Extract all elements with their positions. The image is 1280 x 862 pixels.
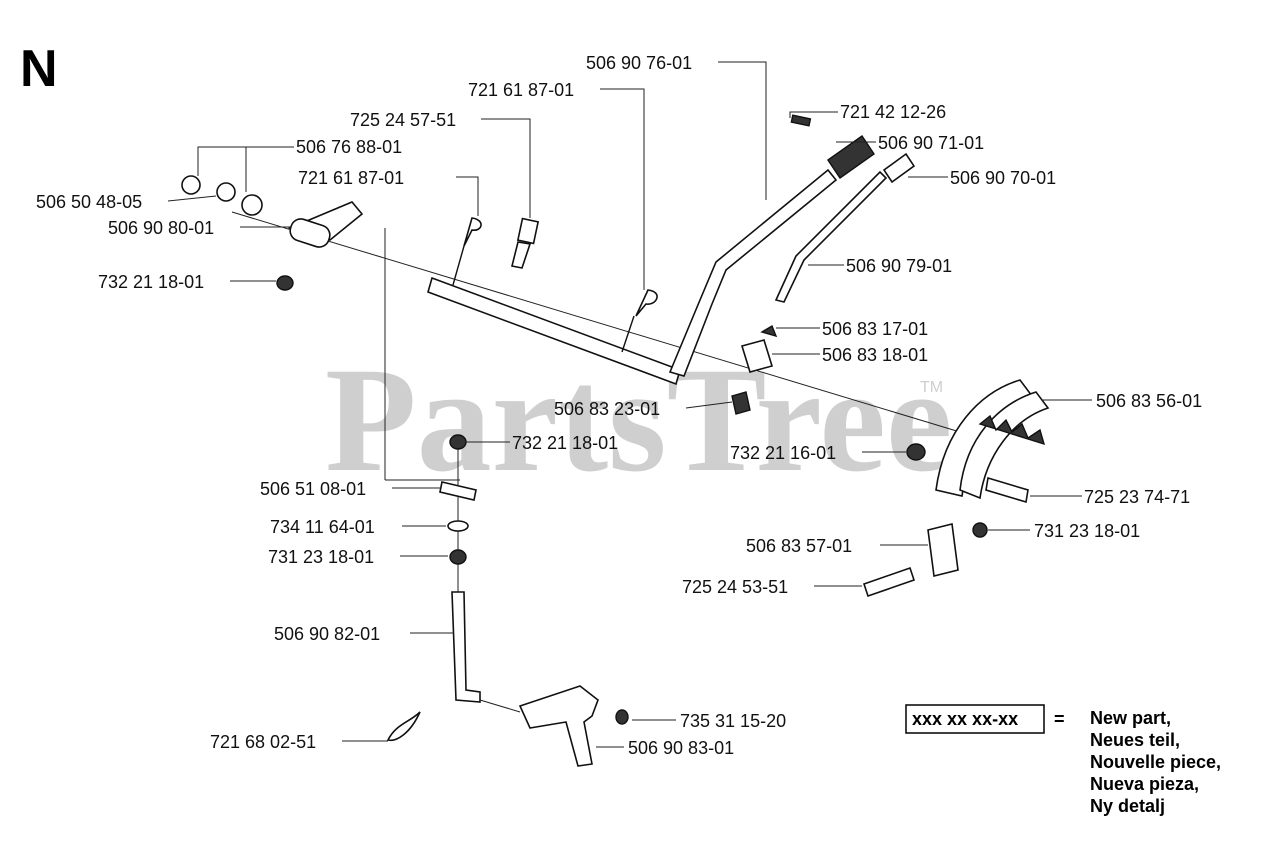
lever-plate-part bbox=[518, 685, 599, 767]
legend-box-text: xxx xx xx-xx bbox=[912, 709, 1018, 729]
part-label: 506 90 79-01 bbox=[846, 256, 952, 276]
leader-506768801-a bbox=[197, 146, 294, 176]
part-label: 732 21 18-01 bbox=[512, 433, 618, 453]
new-part-legend: xxx xx xx-xx = New part, Neues teil, Nou… bbox=[905, 704, 1221, 816]
watermark-trademark: TM bbox=[920, 379, 943, 396]
legend-line: Ny detalj bbox=[1090, 796, 1165, 816]
cone-part bbox=[760, 324, 778, 338]
pin-part bbox=[790, 114, 812, 127]
nut-part-4 bbox=[449, 434, 467, 450]
assembly-axis-line bbox=[231, 211, 961, 433]
part-label: 506 90 80-01 bbox=[108, 218, 214, 238]
part-label: 506 90 82-01 bbox=[274, 624, 380, 644]
part-label: 732 21 18-01 bbox=[98, 272, 204, 292]
part-label: 506 83 17-01 bbox=[822, 319, 928, 339]
rod-part bbox=[451, 591, 481, 703]
part-label: 731 23 18-01 bbox=[268, 547, 374, 567]
part-label: 506 51 08-01 bbox=[260, 479, 366, 499]
part-label: 721 61 87-01 bbox=[298, 168, 404, 188]
legend-line: Nouvelle piece, bbox=[1090, 752, 1221, 772]
legend-equals: = bbox=[1054, 709, 1065, 729]
leader-721618701 bbox=[600, 88, 645, 290]
hair-pin-part-2 bbox=[635, 289, 658, 317]
leader-721421226 bbox=[789, 111, 838, 118]
leader-506504805 bbox=[167, 195, 217, 202]
nut-part bbox=[276, 275, 294, 291]
part-label: 721 42 12-26 bbox=[840, 102, 946, 122]
bushing-part bbox=[181, 175, 201, 195]
part-label: 506 90 71-01 bbox=[878, 133, 984, 153]
lever-arm bbox=[668, 168, 838, 377]
legend-line: Nueva pieza, bbox=[1090, 774, 1199, 794]
e-clip-part bbox=[615, 709, 629, 725]
bolt-part-2 bbox=[985, 476, 1029, 504]
main-shaft bbox=[427, 276, 681, 386]
bolt-part-3 bbox=[862, 566, 916, 598]
leader-506832301 bbox=[685, 401, 733, 409]
part-label: 735 31 15-20 bbox=[680, 711, 786, 731]
washer-part-2 bbox=[447, 520, 469, 532]
leader-506907601 bbox=[718, 61, 767, 200]
part-label: 506 90 83-01 bbox=[628, 738, 734, 758]
leader-725245751 bbox=[481, 118, 531, 218]
control-rod bbox=[774, 170, 888, 303]
nut-part-5 bbox=[449, 549, 467, 565]
gear-teeth bbox=[978, 414, 1046, 446]
rod-end-part bbox=[882, 152, 916, 184]
clamp-block-part bbox=[927, 523, 959, 577]
section-letter: N bbox=[20, 40, 58, 98]
nut-part-2 bbox=[906, 443, 926, 461]
part-label: 732 21 16-01 bbox=[730, 443, 836, 463]
washer-part bbox=[216, 182, 236, 202]
spring-part bbox=[731, 391, 751, 415]
leader-lines bbox=[167, 61, 1092, 748]
part-label: 725 23 74-71 bbox=[1084, 487, 1190, 507]
bolt-head-part bbox=[516, 217, 540, 245]
legend-box bbox=[905, 704, 1045, 734]
bolt-shank-part bbox=[511, 241, 532, 269]
part-label: 731 23 18-01 bbox=[1034, 521, 1140, 541]
hair-clip-part bbox=[386, 711, 421, 742]
part-label: 506 90 76-01 bbox=[586, 53, 692, 73]
leader-721618701-b bbox=[456, 176, 479, 216]
parts-drawings bbox=[181, 114, 1050, 767]
part-label: 734 11 64-01 bbox=[270, 517, 375, 537]
part-label: 506 83 18-01 bbox=[822, 345, 928, 365]
nut-part-3 bbox=[972, 522, 988, 538]
part-label: 506 83 23-01 bbox=[554, 399, 660, 419]
block-part bbox=[740, 339, 774, 373]
part-label: 506 83 57-01 bbox=[746, 536, 852, 556]
bracket-tube bbox=[289, 218, 331, 248]
bushing-part-2 bbox=[241, 194, 263, 216]
part-labels: 506 90 76-01 721 61 87-01 725 24 57-51 7… bbox=[36, 53, 1202, 758]
part-label: 721 61 87-01 bbox=[468, 80, 574, 100]
part-label: 725 24 57-51 bbox=[350, 110, 456, 130]
part-label: 721 68 02-51 bbox=[210, 732, 316, 752]
grip-part bbox=[827, 135, 875, 179]
part-label: 506 50 48-05 bbox=[36, 192, 142, 212]
part-label: 725 24 53-51 bbox=[682, 577, 788, 597]
gear-sector-part-2 bbox=[959, 391, 1050, 500]
part-label: 506 83 56-01 bbox=[1096, 391, 1202, 411]
hair-pin-part bbox=[463, 217, 482, 247]
pin-part-2 bbox=[439, 481, 477, 501]
part-label: 506 90 70-01 bbox=[950, 168, 1056, 188]
legend-line: Neues teil, bbox=[1090, 730, 1180, 750]
part-label: 506 76 88-01 bbox=[296, 137, 402, 157]
legend-line: New part, bbox=[1090, 708, 1171, 728]
